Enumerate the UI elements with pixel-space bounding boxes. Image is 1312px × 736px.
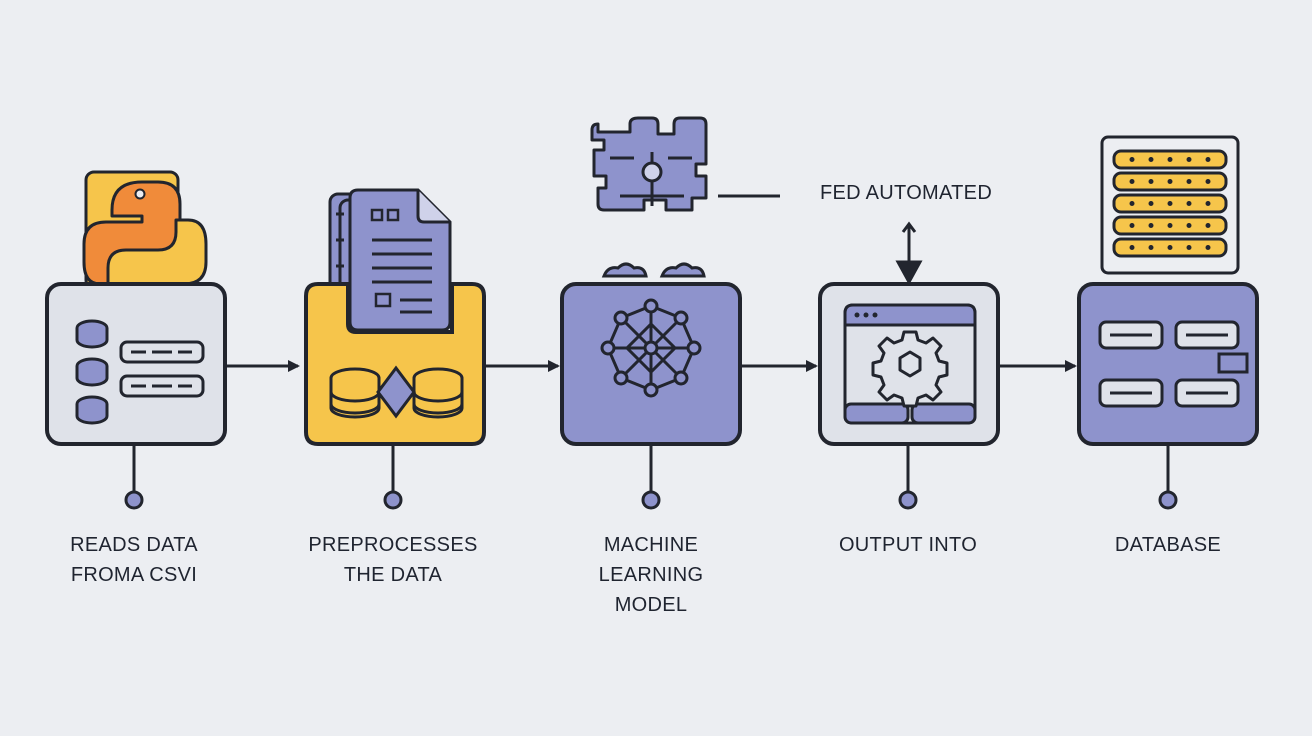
server-rack-icon [1100,135,1240,275]
server-row-light [1167,201,1173,206]
server-row-light [1167,223,1173,228]
feedback-arrow [895,221,923,286]
server-row-light [1129,201,1135,206]
server-row-light [1205,157,1211,162]
text-field-icon [119,340,205,398]
step-2-label: PREPROCESSES THE DATA [308,534,478,586]
server-row-light [1186,201,1192,206]
server-row-light [1205,179,1211,184]
server-row-light [1167,179,1173,184]
server-row-light [1129,245,1135,250]
server-row-light [1186,245,1192,250]
label-node-5 [1158,490,1178,510]
neural-network-icon [600,298,702,398]
table-fields-icon [1098,320,1249,408]
server-row-light [1148,157,1154,162]
server-row-light [1205,245,1211,250]
step-1-box [45,282,227,446]
step-2-box [304,282,486,446]
step-3-label: MACHINE LEARNING MODEL [598,534,704,616]
server-row-light [1129,223,1135,228]
step-4-box [818,282,1000,446]
label-node-3 [641,490,661,510]
server-row-light [1148,201,1154,206]
server-row-light [1129,179,1135,184]
server-row-light [1186,223,1192,228]
step-4-label: OUTPUT INTO [838,534,978,556]
label-node-1 [124,490,144,510]
server-row-light [1186,157,1192,162]
label-node-2 [383,490,403,510]
annotation-label: FED AUTOMATED [820,182,993,204]
server-row-light [1205,201,1211,206]
server-row-light [1186,179,1192,184]
step-5-box [1077,282,1259,446]
server-row-light [1148,179,1154,184]
step-5-label: DATABASE [1114,534,1222,556]
server-row-light [1167,157,1173,162]
database-icon [75,319,109,425]
label-node-4 [898,490,918,510]
server-row-light [1148,223,1154,228]
server-row-light [1129,157,1135,162]
gear-icon [871,330,949,408]
server-row-light [1167,245,1173,250]
server-row-light [1205,223,1211,228]
database-pair-icon [329,365,464,419]
step-1-label: READS DATA FROMA CSVI [70,534,198,586]
circuit-puzzle-icon [590,116,708,212]
document-icon [328,188,452,352]
server-row-light [1148,245,1154,250]
step-3-box [560,262,742,446]
